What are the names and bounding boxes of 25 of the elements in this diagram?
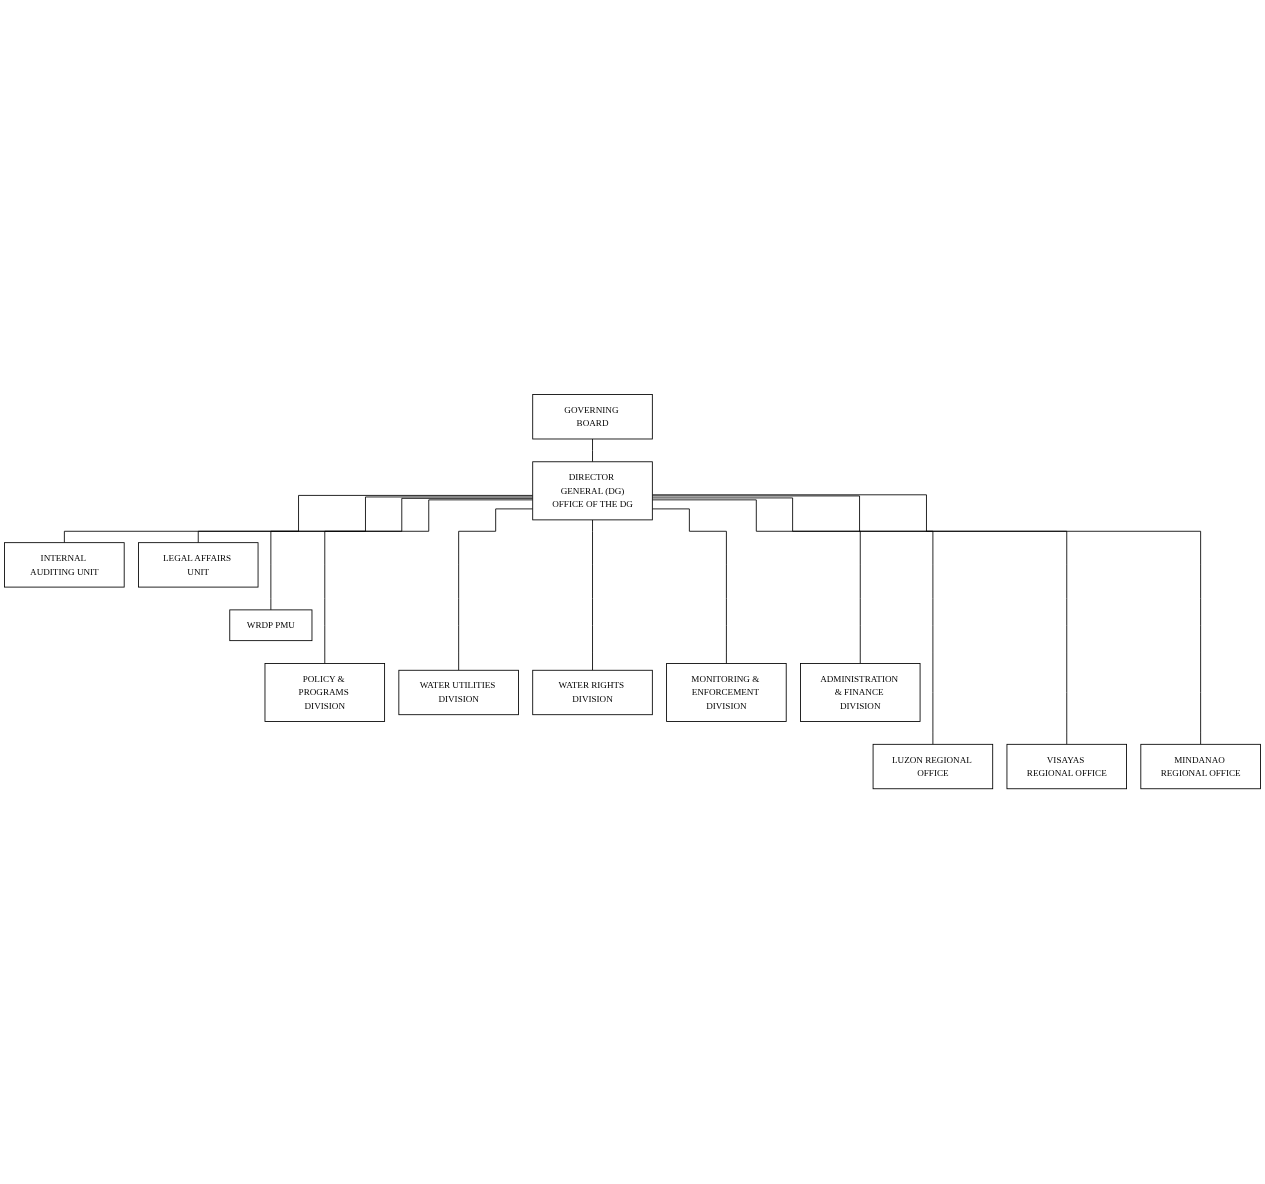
connector	[270, 498, 534, 611]
connector	[651, 499, 861, 665]
node-box: INTERNAL AUDITING UNIT	[4, 542, 125, 588]
node-box: WATER RIGHTS DIVISION	[532, 670, 653, 716]
node-box: ADMINISTRATION & FINANCE DIVISION	[800, 663, 921, 723]
connector	[651, 494, 1202, 746]
connector	[592, 438, 593, 463]
connector	[651, 497, 934, 746]
connector	[651, 495, 1068, 746]
node-box: WRDP PMU	[229, 609, 313, 642]
connector	[63, 495, 534, 544]
node-box: MONITORING & ENFORCEMENT DIVISION	[666, 663, 787, 723]
connector	[324, 499, 534, 665]
connector	[197, 496, 534, 544]
node-box: WATER UTILITIES DIVISION	[398, 670, 519, 716]
node-box: LUZON REGIONAL OFFICE	[872, 744, 994, 790]
node-box: DIRECTOR GENERAL (DG) OFFICE OF THE DG	[532, 461, 653, 521]
node-box: LEGAL AFFAIRS UNIT	[138, 542, 259, 588]
node-box: GOVERNING BOARD	[532, 394, 653, 440]
connector	[651, 508, 727, 665]
node-box: VISAYAS REGIONAL OFFICE	[1006, 744, 1127, 790]
connector	[458, 508, 534, 672]
node-box: POLICY & PROGRAMS DIVISION	[264, 663, 386, 723]
connector	[592, 519, 593, 672]
node-box: MINDANAO REGIONAL OFFICE	[1140, 744, 1261, 790]
